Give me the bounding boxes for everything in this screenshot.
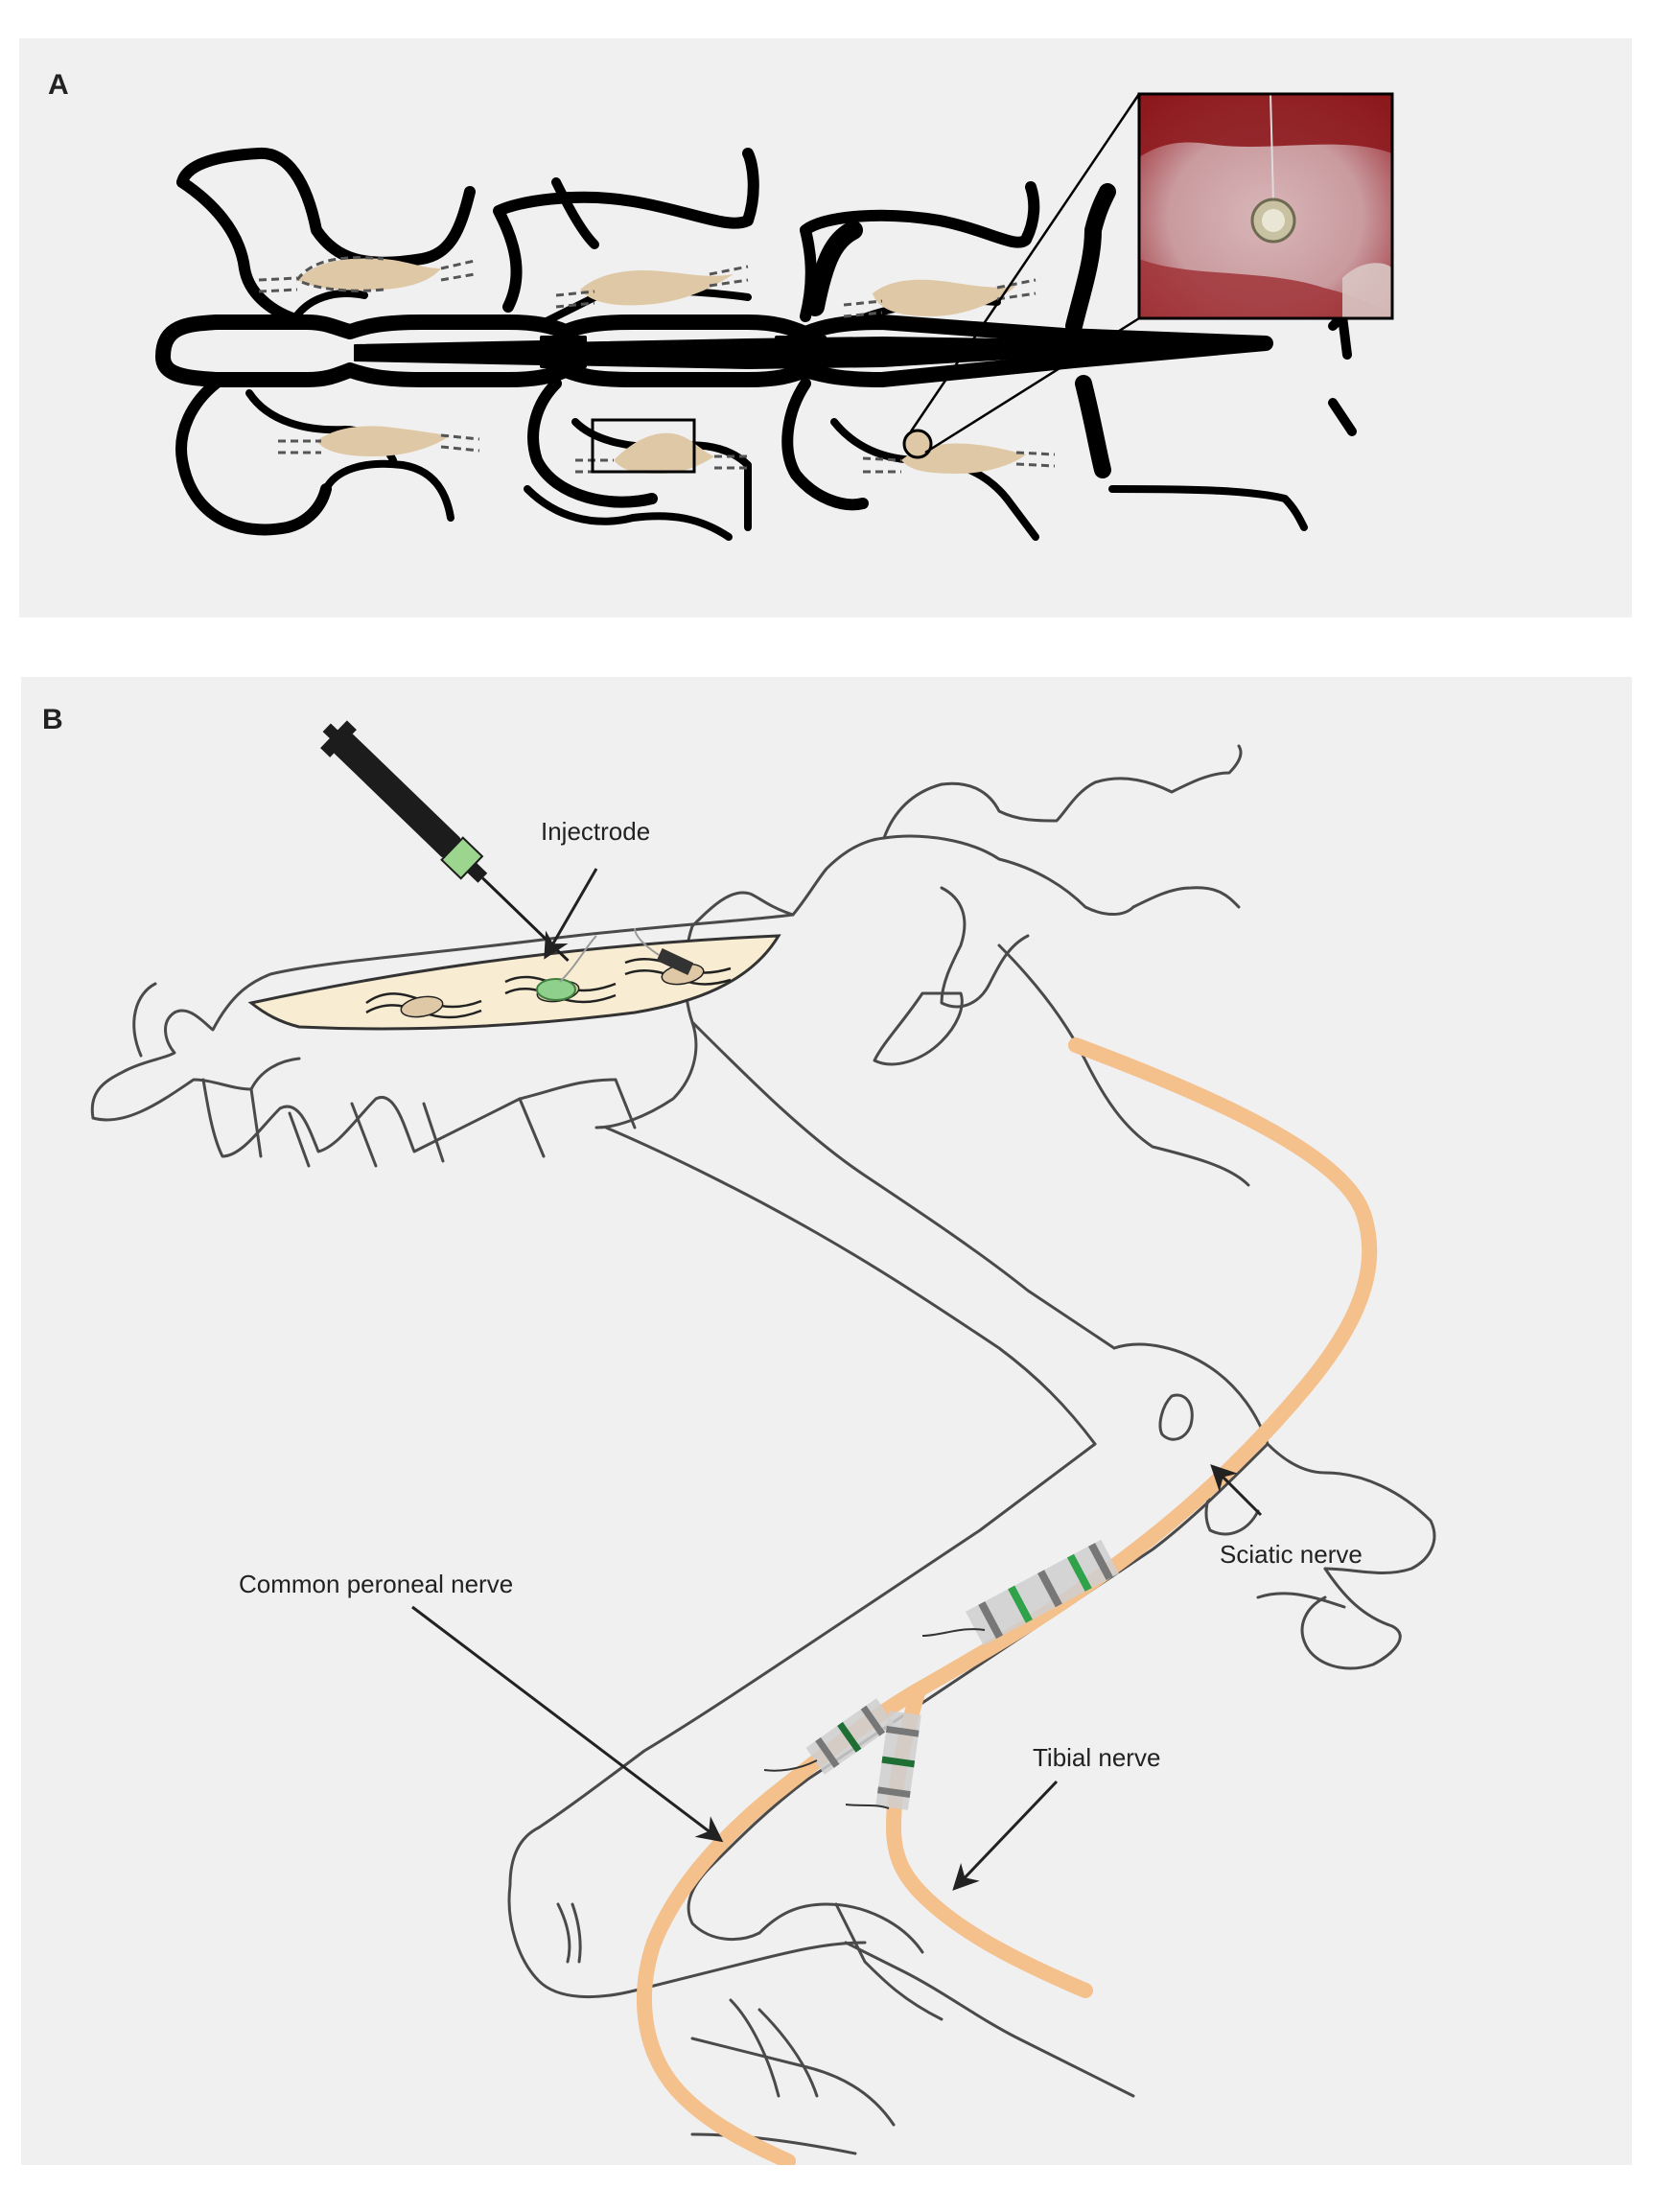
sciatic-cuff xyxy=(965,1539,1120,1646)
ganglion-upper-2 xyxy=(555,265,749,309)
spine-diagram xyxy=(155,92,1394,541)
injectrode-label: Injectrode xyxy=(541,817,650,846)
syringe xyxy=(320,720,570,962)
sciatic-arrow xyxy=(1210,1464,1263,1517)
nerve-cuffs xyxy=(763,1539,1120,1810)
panel-b: B xyxy=(21,677,1632,2165)
ganglion-upper-3 xyxy=(843,278,1037,318)
tibial-nerve-label: Tibial nerve xyxy=(1033,1743,1160,1772)
common-peroneal-nerve-label: Common peroneal nerve xyxy=(239,1570,513,1598)
tibial-nerve xyxy=(886,1686,1093,1998)
bone-outlines xyxy=(90,744,1436,2155)
common-peroneal-arrow xyxy=(411,1605,724,1843)
dorsal-root-ganglia xyxy=(258,256,1056,474)
peroneal-cuff xyxy=(805,1698,896,1775)
ganglion-upper-1 xyxy=(258,256,476,293)
panel-a: A xyxy=(19,38,1632,617)
hindlimb-diagram: Injectrode Sciatic nerve Common peroneal… xyxy=(90,720,1436,2165)
label-arrows xyxy=(411,868,1263,1891)
injection-site-circle xyxy=(902,429,933,459)
injectrode-blob xyxy=(536,978,576,1001)
injectrode-arrow xyxy=(544,868,598,960)
panel-b-letter: B xyxy=(42,704,63,735)
tibial-cuff xyxy=(875,1711,921,1810)
inset-callout-lines xyxy=(909,93,1141,454)
ganglion-lower-1 xyxy=(278,426,480,456)
highlight-box xyxy=(591,418,696,474)
panel-a-letter: A xyxy=(48,69,69,101)
exposed-dorsal-root-region xyxy=(247,927,781,1031)
ganglion-lower-3 xyxy=(862,429,1056,474)
sciatic-nerve-label: Sciatic nerve xyxy=(1220,1540,1363,1569)
inset-photo xyxy=(1137,92,1394,320)
ganglion-lower-2 xyxy=(575,418,748,474)
tibial-arrow xyxy=(952,1780,1059,1891)
